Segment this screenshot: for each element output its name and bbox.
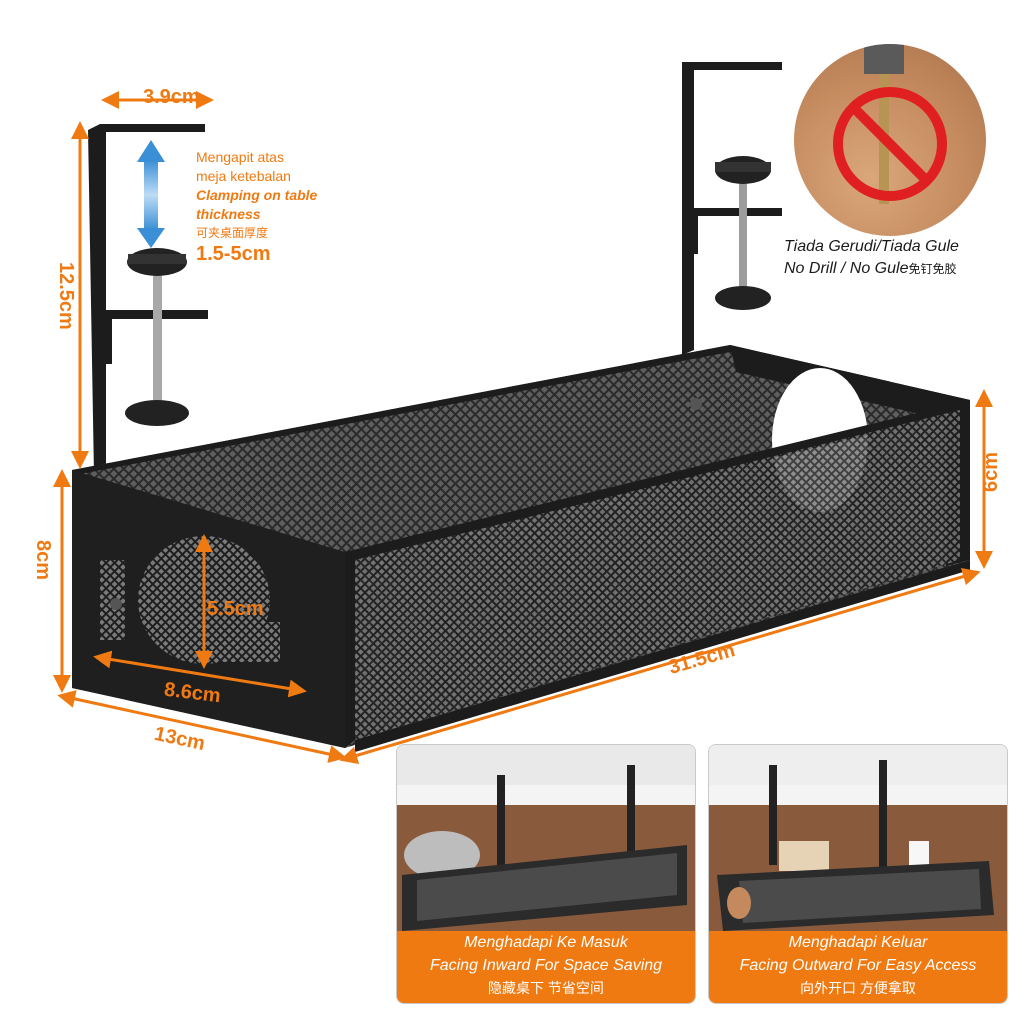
scene-outward-caption: Menghadapi Keluar Facing Outward For Eas… [709, 931, 1007, 1003]
no-drill-photo [794, 44, 986, 236]
scene-inward-photo [397, 745, 695, 931]
no-drill-zh: 免钉免胶 [908, 262, 957, 276]
back-height-label: 6cm [980, 452, 1002, 493]
clamp-width-label: 3.9cm [143, 86, 200, 108]
scene-outward-ms: Menghadapi Keluar [788, 934, 928, 951]
clamp-range: 1.5-5cm [196, 243, 271, 265]
hole-height-label: 5.5cm [207, 598, 264, 620]
scene-inward-zh: 隐藏桌下 节省空间 [488, 980, 604, 996]
back-clamp [682, 62, 782, 355]
scene-outward: Menghadapi Keluar Facing Outward For Eas… [708, 744, 1008, 1004]
clamp-note-ms-2: meja ketebalan [196, 168, 291, 184]
scene-outward-photo [709, 745, 1007, 931]
no-drill-icon [833, 44, 947, 204]
scene-inward-caption: Menghadapi Ke Masuk Facing Inward For Sp… [397, 931, 695, 1003]
front-height-label: 8cm [32, 540, 54, 581]
clamp-note-en-1: Clamping on table [196, 187, 318, 203]
dimension-lines [53, 91, 993, 765]
scene-outward-en: Facing Outward For Easy Access [739, 957, 977, 974]
clamp-thickness-note: Mengapit atas meja ketebalan Clamping on… [196, 148, 386, 264]
scene-outward-zh: 向外开口 方便拿取 [800, 980, 916, 996]
scene-inward-ms: Menghadapi Ke Masuk [464, 934, 628, 951]
front-clamp [88, 124, 208, 476]
total-height-label: 12.5cm [55, 262, 77, 330]
clamp-note-zh: 可夹桌面厚度 [196, 226, 269, 240]
clamp-note-en-2: thickness [196, 206, 261, 222]
no-drill-ms: Tiada Gerudi/Tiada Gule [784, 238, 959, 255]
no-drill-caption: Tiada Gerudi/Tiada Gule No Drill / No Gu… [784, 236, 1014, 280]
no-drill-en: No Drill / No Gule [784, 260, 909, 277]
clamp-note-ms-1: Mengapit atas [196, 149, 284, 165]
scene-inward: Menghadapi Ke Masuk Facing Inward For Sp… [396, 744, 696, 1004]
scene-inward-en: Facing Inward For Space Saving [429, 957, 663, 974]
